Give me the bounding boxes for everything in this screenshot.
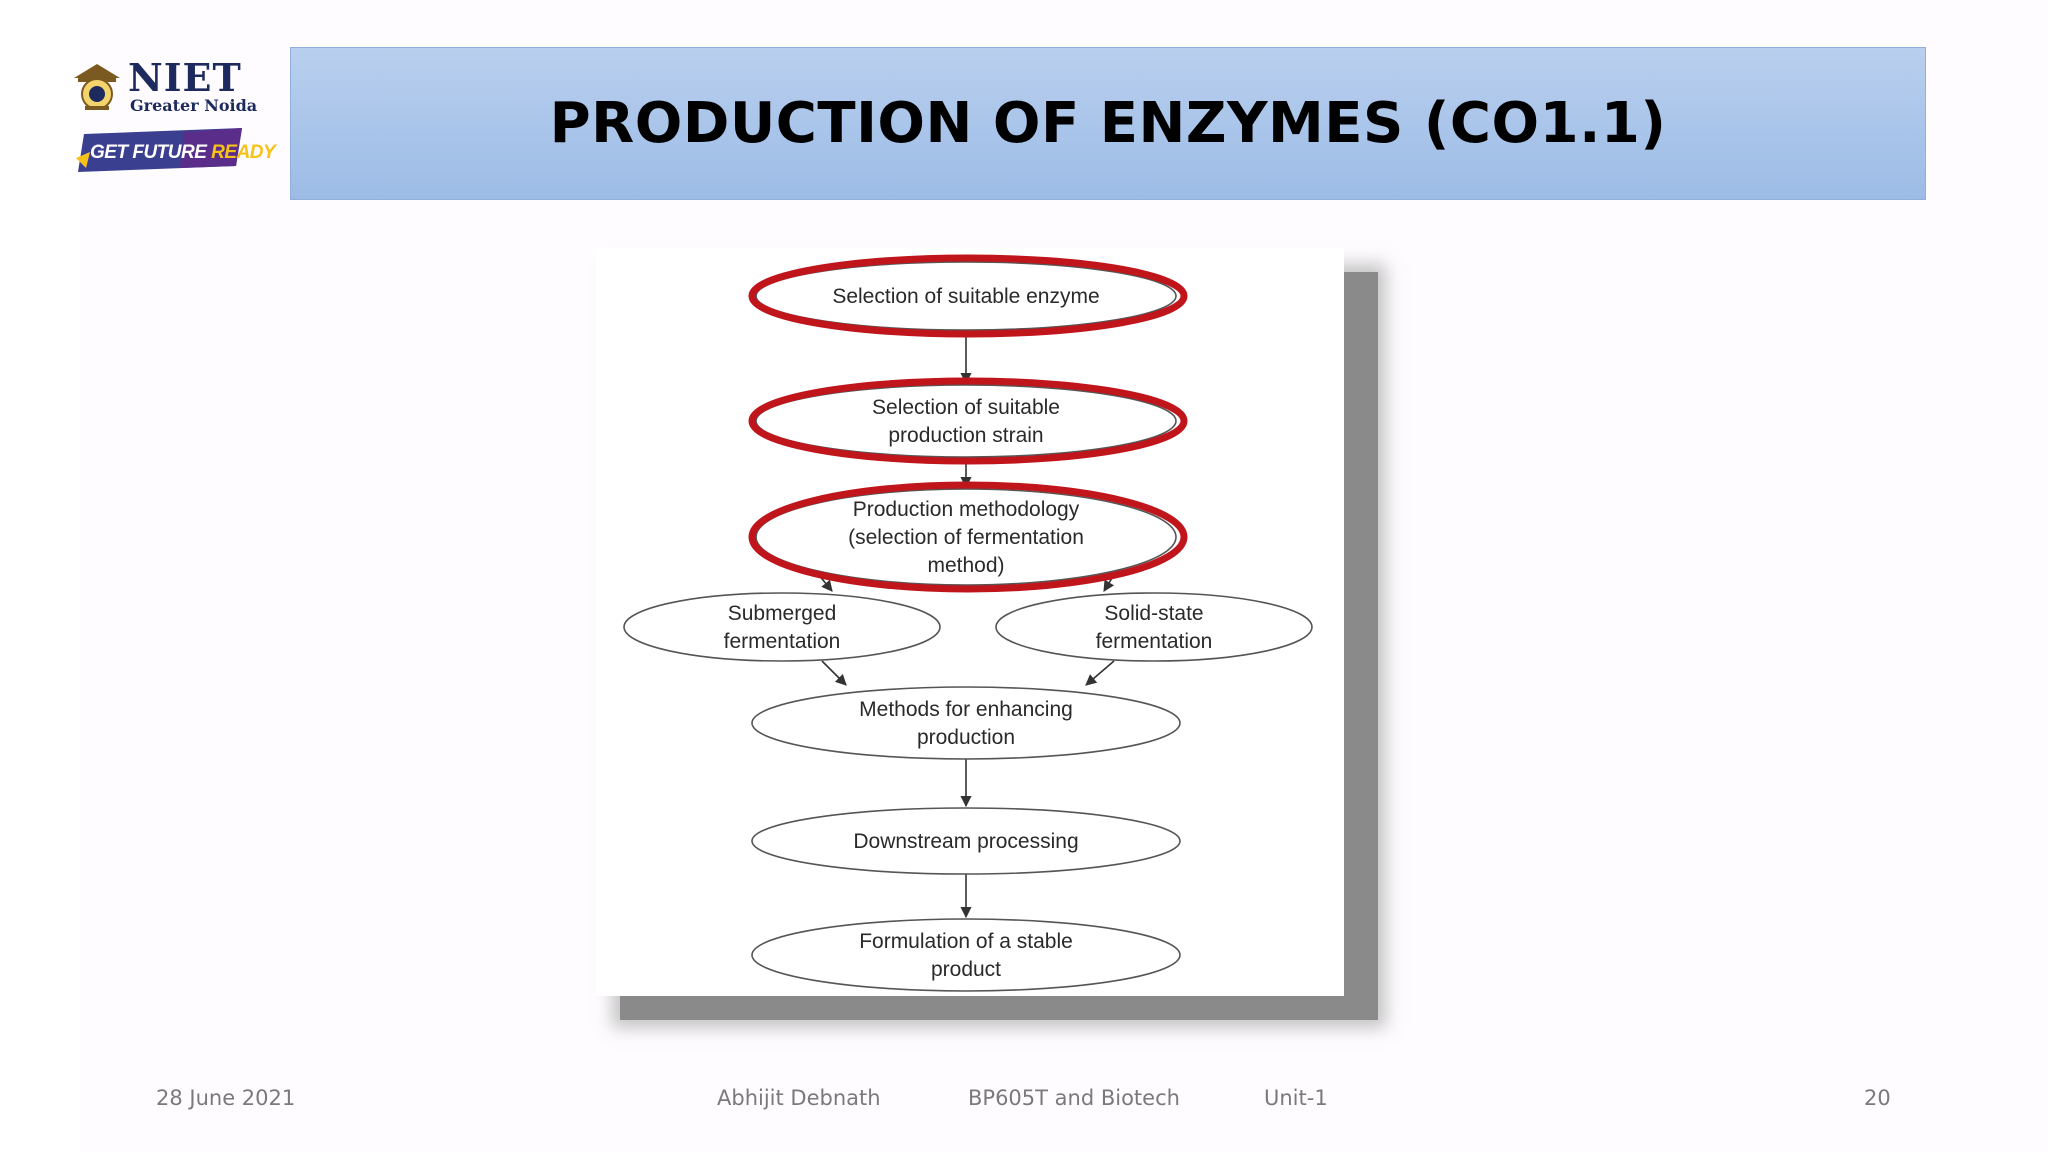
flow-node-shape	[995, 592, 1313, 662]
footer-unit: Unit-1	[1264, 1086, 1328, 1110]
footer-page-number: 20	[1864, 1086, 1891, 1110]
niet-logo: NIET Greater Noida GET FUTURE READY	[72, 55, 276, 180]
flow-node-formulation: Formulation of a stable product	[751, 918, 1181, 992]
flow-node-label: fermentation	[1096, 630, 1213, 653]
flow-node-shape	[623, 592, 941, 662]
flow-node-shape	[755, 261, 1177, 331]
flow-node-label: production strain	[888, 424, 1043, 447]
flow-node-shape	[755, 488, 1177, 586]
flow-node-selection-strain: Selection of suitable production strain	[755, 384, 1177, 458]
highlight-circle	[748, 254, 1188, 338]
flow-node-label: Methods for enhancing	[859, 698, 1073, 721]
flow-node-label: Production methodology	[853, 498, 1080, 521]
flow-node-label: product	[931, 958, 1001, 981]
highlight-circle	[748, 377, 1188, 465]
badge-text-future: GET FUTURE	[90, 142, 212, 163]
footer-date: 28 June 2021	[156, 1086, 296, 1110]
flow-node-label: Selection of suitable enzyme	[832, 285, 1099, 308]
logo-subtitle: Greater Noida	[130, 96, 258, 115]
badge-text: GET FUTURE READY	[90, 142, 276, 164]
flow-node-shape	[751, 807, 1181, 875]
flow-node-production-methodology: Production methodology (selection of ferm…	[755, 488, 1177, 586]
logo-wordmark: NIET	[128, 55, 242, 100]
flow-node-submerged-fermentation: Submerged fermentation	[623, 592, 941, 662]
title-bar: PRODUCTION OF ENZYMES (CO1.1)	[290, 47, 1926, 200]
flow-node-solid-state-fermentation: Solid-state fermentation	[995, 592, 1313, 662]
footer-course: BP605T and Biotech	[968, 1086, 1180, 1110]
flow-node-label: method)	[927, 554, 1004, 577]
highlight-circle	[748, 481, 1188, 593]
flow-arrow-submerged-fermentation-to-enhancing-production	[821, 660, 847, 686]
badge-text-ready: READY	[211, 142, 276, 163]
niet-seal-icon	[74, 64, 120, 110]
flow-node-label: production	[917, 726, 1015, 749]
flow-node-label: Submerged	[728, 602, 837, 625]
flow-node-downstream-processing: Downstream processing	[751, 807, 1181, 875]
slide-title: PRODUCTION OF ENZYMES (CO1.1)	[549, 91, 1667, 156]
flow-node-label: Selection of suitable	[872, 396, 1060, 419]
flow-node-selection-enzyme: Selection of suitable enzyme	[755, 261, 1177, 331]
footer-author: Abhijit Debnath	[717, 1086, 881, 1110]
flow-arrow-solid-state-fermentation-to-enhancing-production	[1085, 660, 1115, 686]
get-future-ready-badge	[76, 128, 242, 172]
flow-node-shape	[755, 384, 1177, 458]
flow-node-label: Formulation of a stable	[859, 930, 1073, 953]
flow-node-shape	[751, 686, 1181, 760]
flow-node-label: fermentation	[724, 630, 841, 653]
flow-node-label: (selection of fermentation	[848, 526, 1084, 549]
flow-node-enhancing-production: Methods for enhancing production	[751, 686, 1181, 760]
flow-node-shape	[751, 918, 1181, 992]
flow-node-label: Downstream processing	[853, 830, 1078, 853]
flow-node-label: Solid-state	[1104, 602, 1203, 625]
